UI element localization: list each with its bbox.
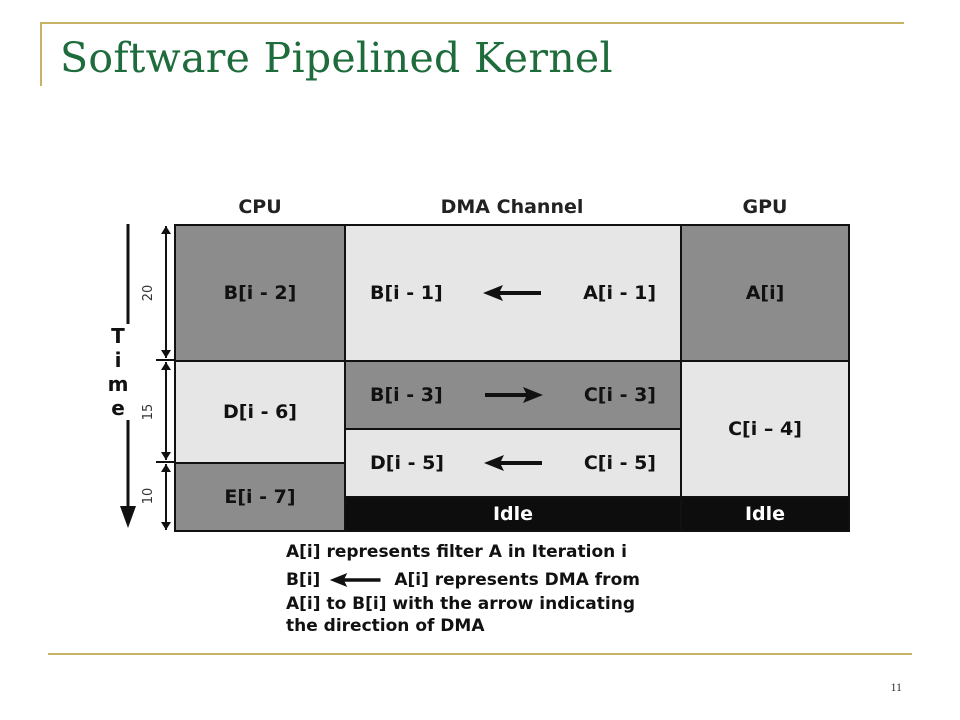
dma-column-header: DMA Channel	[440, 196, 584, 218]
duration-label-15: 15	[141, 403, 156, 421]
legend-line-4: the direction of DMA	[286, 616, 485, 636]
dma-cell-2-source: B[i - 3]	[370, 384, 443, 406]
legend-line-1: A[i] represents filter A in Iteration i	[286, 542, 627, 562]
time-letter-e: e	[106, 396, 130, 420]
dma-cell-3-source: C[i - 5]	[583, 452, 656, 474]
right-arrow-icon	[485, 387, 544, 403]
left-arrow-icon	[482, 285, 541, 301]
dma-cell-1-target: B[i - 1]	[370, 282, 443, 304]
page-number: 11	[890, 680, 902, 694]
time-letter-t: T	[106, 324, 130, 348]
dma-cell-3-target: D[i - 5]	[370, 452, 444, 474]
duration-label-20: 20	[141, 284, 156, 302]
cpu-cell-1: B[i - 2]	[174, 224, 346, 362]
gpu-cell-2: C[i – 4]	[680, 360, 850, 498]
gpu-idle-cell: Idle	[680, 496, 850, 532]
dma-cell-3: D[i - 5] C[i - 5]	[344, 428, 682, 498]
legend-line-2: B[i] A[i] represents DMA from	[286, 570, 640, 590]
gpu-cell-1: A[i]	[680, 224, 850, 362]
gpu-column-header: GPU	[742, 196, 788, 218]
top-rule	[40, 22, 904, 24]
duration-brackets	[156, 226, 176, 530]
cpu-column-header: CPU	[238, 196, 282, 218]
legend-dma-target: B[i]	[286, 570, 321, 590]
left-arrow-icon	[483, 455, 542, 471]
left-arrow-icon	[330, 573, 381, 587]
legend-line-3: A[i] to B[i] with the arrow indicating	[286, 594, 636, 614]
dma-cell-1-source: A[i - 1]	[583, 282, 656, 304]
legend-dma-description: A[i] represents DMA from	[394, 570, 640, 590]
bottom-rule	[48, 653, 912, 655]
time-letter-i: i	[106, 348, 130, 372]
cpu-cell-3: E[i - 7]	[174, 462, 346, 532]
dma-cell-2-target: C[i - 3]	[583, 384, 656, 406]
dma-idle-cell: Idle	[344, 496, 682, 532]
slide-title: Software Pipelined Kernel	[60, 34, 613, 82]
top-left-rule	[40, 22, 42, 86]
time-letter-m: m	[106, 372, 130, 396]
duration-label-10: 10	[141, 487, 156, 505]
dma-cell-2: B[i - 3] C[i - 3]	[344, 360, 682, 430]
dma-cell-1: B[i - 1] A[i - 1]	[344, 224, 682, 362]
cpu-cell-2: D[i - 6]	[174, 360, 346, 464]
